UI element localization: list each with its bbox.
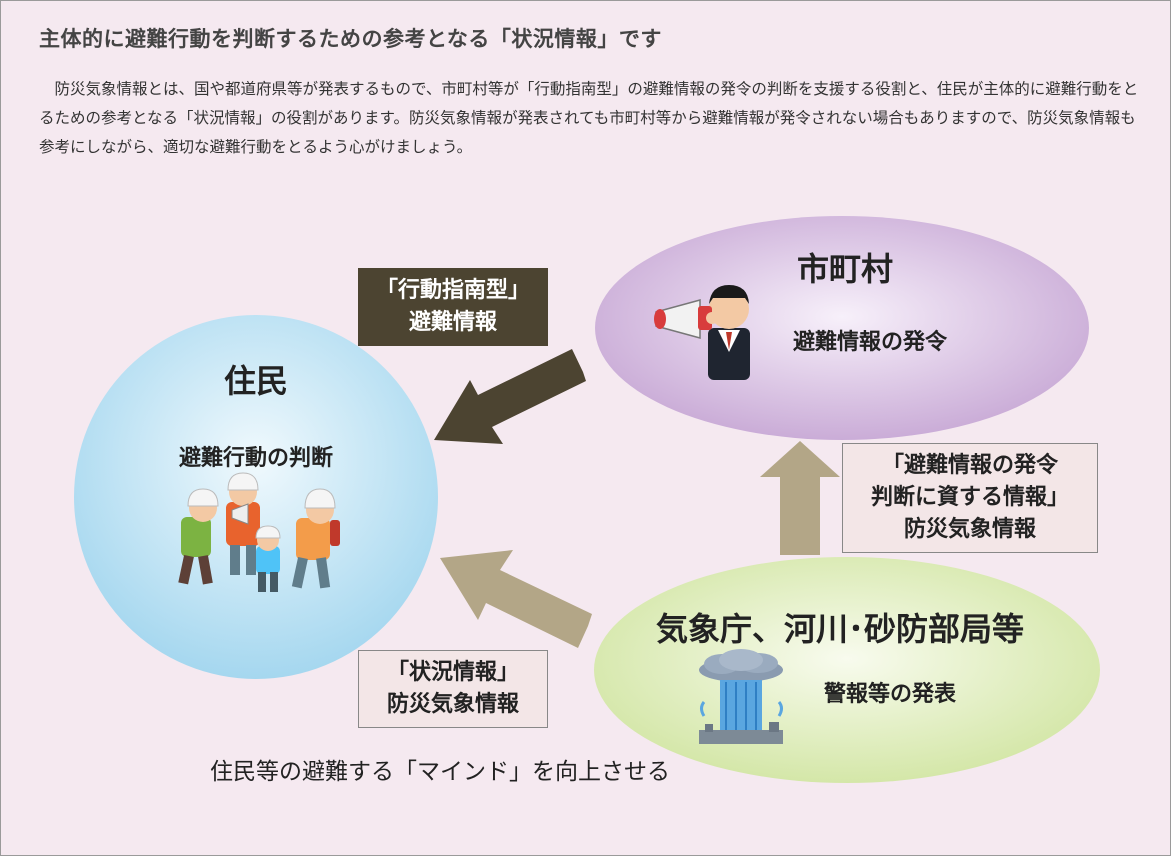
- mindset-caption: 住民等の避難する「マインド」を向上させる: [210, 759, 670, 785]
- dark-arrow-to-residents: [434, 349, 586, 444]
- situation-info-label: 「状況情報」 防災気象情報: [358, 650, 548, 728]
- page-title: 主体的に避難行動を判断するための参考となる「状況情報」です: [39, 27, 662, 51]
- agency-ellipse: [594, 557, 1100, 783]
- decision-support-info-label: 「避難情報の発令 判断に資する情報」 防災気象情報: [842, 443, 1098, 553]
- residents-title: 住民: [223, 362, 288, 400]
- agency-action: 警報等の発表: [823, 682, 956, 707]
- municipality-title: 市町村: [796, 250, 893, 288]
- heavy-rain-cloud-icon: [699, 649, 783, 744]
- directive-evacuation-info-label: 「行動指南型」 避難情報: [358, 268, 548, 346]
- evacuating-residents-icon: [178, 472, 340, 592]
- light-arrow-to-municipality: [760, 441, 840, 555]
- intro-paragraph: 防災気象情報とは、国や都道府県等が発表するもので、市町村等が「行動指南型」の避難…: [39, 80, 1139, 156]
- agency-title: 気象庁、河川･砂防部局等: [655, 610, 1024, 648]
- megaphone-officer-icon: [654, 285, 750, 380]
- municipality-ellipse: [595, 216, 1089, 440]
- light-arrow-to-residents: [440, 550, 592, 648]
- municipality-action: 避難情報の発令: [792, 330, 947, 355]
- residents-action: 避難行動の判断: [178, 446, 333, 471]
